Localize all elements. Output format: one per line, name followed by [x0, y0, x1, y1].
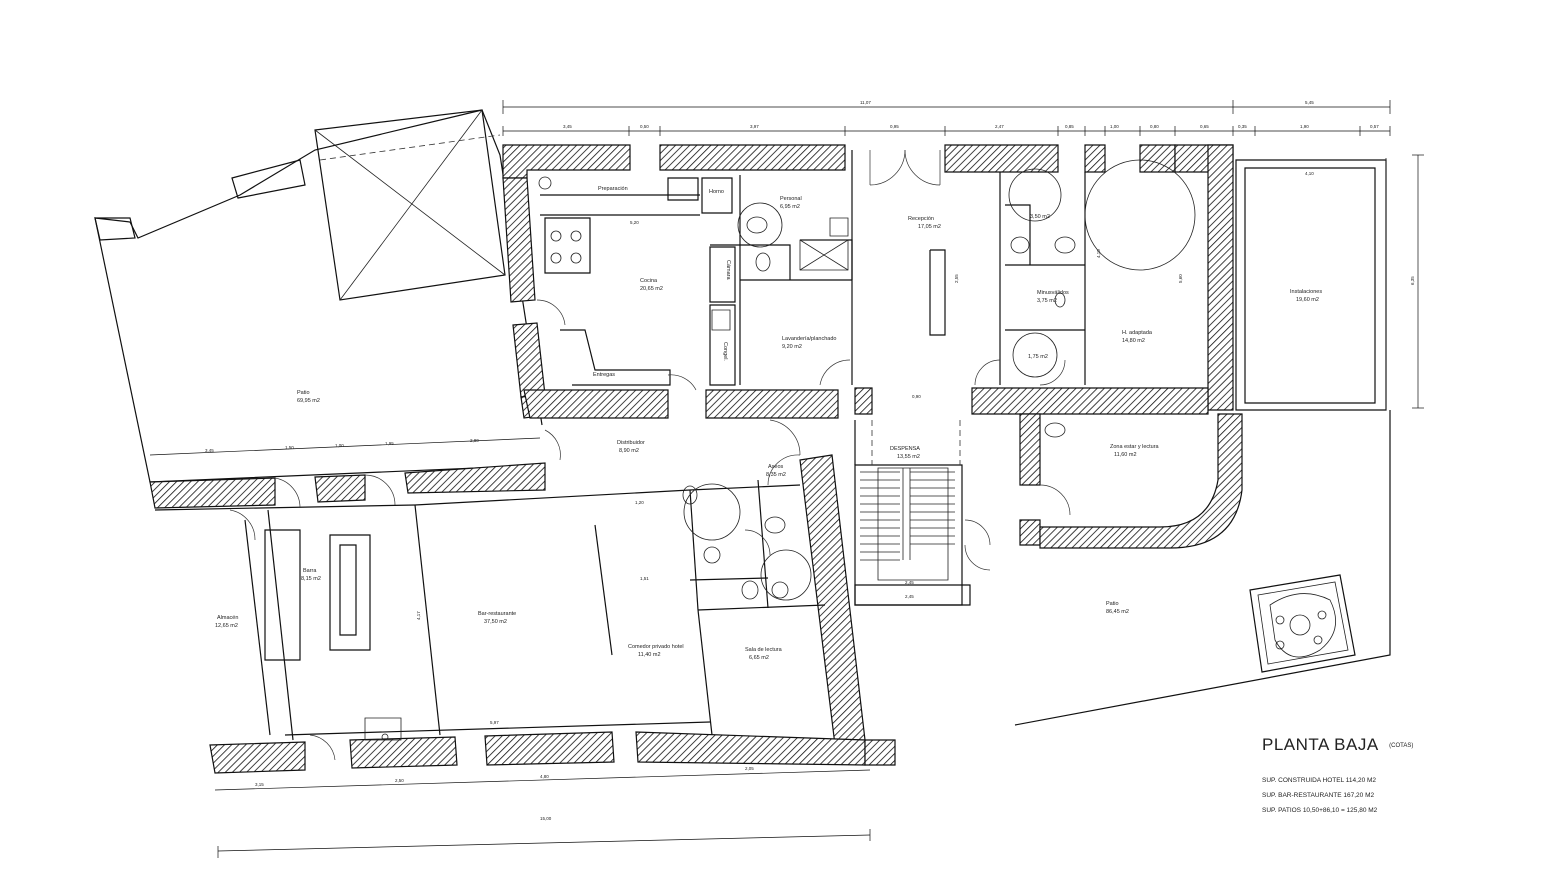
svg-text:4,80: 4,80: [540, 774, 549, 779]
svg-text:3,97: 3,97: [750, 124, 759, 129]
room-minusvalidos-area: 3,75 m2: [1037, 298, 1057, 304]
partitions: [155, 150, 1390, 740]
room-bar-restaurante-area: 37,50 m2: [484, 619, 507, 625]
svg-text:0,85: 0,85: [1065, 124, 1074, 129]
svg-text:2,55: 2,55: [954, 274, 959, 283]
room-comedor-area: 11,40 m2: [638, 652, 661, 658]
dim-right-height: 6,35: [1410, 276, 1415, 285]
room-hab-adaptada-area: 14,80 m2: [1122, 338, 1145, 344]
svg-text:3,15: 3,15: [255, 782, 264, 787]
room-patio-left-area: 69,95 m2: [297, 398, 320, 404]
room-aseo-small-area: 1,75 m2: [1028, 354, 1048, 360]
svg-text:1,51: 1,51: [640, 576, 649, 581]
stair: [860, 468, 955, 580]
svg-text:3,45: 3,45: [205, 448, 214, 453]
room-despensa-name: DESPENSA: [890, 446, 920, 452]
room-comedor-name: Comedor privado hotel: [628, 644, 684, 650]
plan-subtitle: (COTAS): [1389, 742, 1414, 749]
svg-text:2,45: 2,45: [905, 580, 914, 585]
room-aseos-area: 8,35 m2: [766, 472, 786, 478]
jacuzzi-icon: [1250, 575, 1355, 672]
room-sala-lectura-area: 6,65 m2: [749, 655, 769, 661]
svg-text:0,57: 0,57: [1370, 124, 1379, 129]
room-zona-estar-name: Zona estar y lectura: [1110, 444, 1160, 450]
svg-text:4,17: 4,17: [416, 611, 421, 620]
room-hab-adaptada-name: H. adaptada: [1122, 330, 1153, 336]
svg-text:0,65: 0,65: [1200, 124, 1209, 129]
room-almacen-name: Almacén: [217, 615, 238, 621]
room-sala-lectura-name: Sala de lectura: [745, 647, 783, 653]
svg-text:2,05: 2,05: [745, 766, 754, 771]
svg-text:5,60: 5,60: [1178, 274, 1183, 283]
room-recepcion-name: Recepción: [908, 216, 934, 222]
room-entregas-name: Entregas: [593, 372, 615, 378]
plan-title: PLANTA BAJA: [1262, 735, 1379, 754]
door-swings: [230, 150, 1070, 760]
room-instalaciones-name: Instalaciones: [1290, 289, 1322, 295]
room-distribuidor-area: 8,90 m2: [619, 448, 639, 454]
room-personal-name: Personal: [780, 196, 802, 202]
svg-text:2,50: 2,50: [395, 778, 404, 783]
room-patio-left-name: Patio: [297, 390, 310, 396]
svg-text:1,95: 1,95: [385, 441, 394, 446]
svg-text:2,45: 2,45: [905, 594, 914, 599]
room-minusvalidos-name: Minusválidos: [1037, 290, 1069, 296]
svg-text:1,00: 1,00: [335, 443, 344, 448]
room-distribuidor-name: Distribuidor: [617, 440, 645, 446]
room-aseo-hotel-area: 3,50 m2: [1030, 214, 1050, 220]
room-recepcion-area: 17,05 m2: [918, 224, 941, 230]
svg-text:1,00: 1,00: [1110, 124, 1119, 129]
svg-text:0,95: 0,95: [890, 124, 899, 129]
patio-left-outline: [95, 110, 545, 482]
room-labels: Patio 69,95 m2 Preparación Horno Cocina …: [215, 186, 1322, 661]
room-aseos-name: Aseos: [768, 464, 784, 470]
svg-text:5,20: 5,20: [630, 220, 639, 225]
summary-line-patios: SUP. PATIOS 10,50+86,10 = 125,80 M2: [1262, 807, 1378, 814]
room-camara-name: Cámara: [725, 260, 731, 281]
title-block: PLANTA BAJA (COTAS) SUP. CONSTRUIDA HOTE…: [1262, 735, 1502, 818]
room-almacen-area: 12,65 m2: [215, 623, 238, 629]
room-patio-right-name: Patio: [1106, 601, 1119, 607]
svg-text:2,80: 2,80: [470, 438, 479, 443]
svg-text:0,35: 0,35: [1238, 124, 1247, 129]
dimension-labels: 11,07 5,45 15,00 6,35 3,45 0,50 3,97 0,9…: [205, 100, 1415, 821]
room-zona-estar-area: 11,60 m2: [1114, 452, 1137, 458]
room-horno-name: Horno: [709, 189, 724, 195]
summary-line-bar: SUP. BAR-RESTAURANTE 167,20 M2: [1262, 792, 1375, 799]
svg-text:4,10: 4,10: [1305, 171, 1314, 176]
svg-text:0,90: 0,90: [912, 394, 921, 399]
room-preparacion-name: Preparación: [598, 186, 628, 192]
svg-text:0,50: 0,50: [640, 124, 649, 129]
svg-text:4,10: 4,10: [1096, 249, 1101, 258]
room-personal-area: 6,95 m2: [780, 204, 800, 210]
svg-text:0,80: 0,80: [1150, 124, 1159, 129]
dimension-lines: [150, 100, 1424, 858]
room-patio-right-area: 86,45 m2: [1106, 609, 1129, 615]
room-instalaciones-area: 19,60 m2: [1296, 297, 1319, 303]
svg-text:1,20: 1,20: [635, 500, 644, 505]
room-lavanderia-name: Lavandería/planchado: [782, 336, 836, 342]
summary-line-hotel: SUP. CONSTRUIDA HOTEL 114,20 M2: [1262, 777, 1377, 784]
svg-text:5,97: 5,97: [490, 720, 499, 725]
surface-summary: SUP. CONSTRUIDA HOTEL 114,20 M2 SUP. BAR…: [1262, 773, 1502, 818]
svg-text:2,47: 2,47: [995, 124, 1004, 129]
room-barra-name: Barra: [303, 568, 317, 574]
svg-text:3,45: 3,45: [563, 124, 572, 129]
room-cocina-name: Cocina: [640, 278, 658, 284]
room-lavanderia-area: 9,20 m2: [782, 344, 802, 350]
fixtures: [365, 160, 1195, 741]
room-barra-area: 8,15 m2: [301, 576, 321, 582]
svg-text:1,50: 1,50: [285, 445, 294, 450]
dim-top-right: 5,45: [1305, 100, 1314, 105]
hotel-walls: [150, 145, 1242, 773]
svg-text:1,90: 1,90: [1300, 124, 1309, 129]
room-bar-restaurante-name: Bar-restaurante: [478, 611, 516, 617]
room-despensa-area: 13,55 m2: [897, 454, 920, 460]
room-congelador-name: Congel.: [722, 342, 728, 361]
dim-bottom-total: 15,00: [540, 816, 552, 821]
room-cocina-area: 20,65 m2: [640, 286, 663, 292]
dim-top-total: 11,07: [860, 100, 871, 105]
